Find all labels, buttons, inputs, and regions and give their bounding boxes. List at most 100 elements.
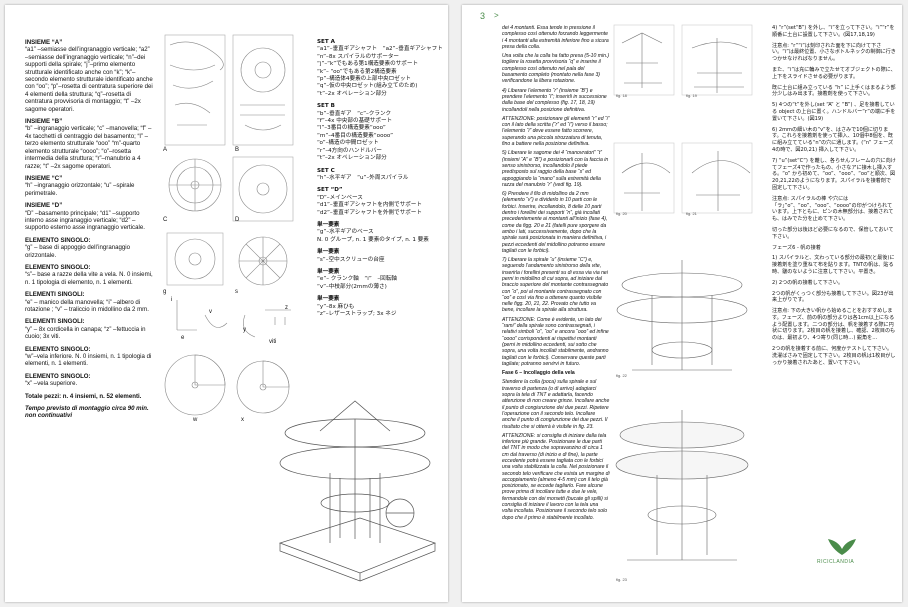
page-arrow: > [494, 11, 499, 20]
jp-set-title: SET C [317, 167, 335, 174]
jp-instruction-paragraph: 切った部分は後ほど必要になるので、保管しておいて下さい。 [772, 226, 894, 240]
part-label-s: s [235, 289, 238, 295]
part-label-g: g [163, 289, 167, 295]
jp-set-line: “n”–8x スパイラルのサポーター [317, 53, 400, 60]
jp-set-title: 単一要素 [317, 268, 340, 275]
part-label-D: D [235, 217, 240, 223]
jp-set: SET “D”“D”–メインベース“d1”–垂直ギアシャフトを内側でサポート“d… [317, 187, 443, 217]
figures-top [613, 24, 753, 214]
instruction-paragraph: ATTENZIONE: si consiglia di iniziare dal… [502, 432, 610, 521]
section-body: “D” –basamento principale; “d1” –support… [25, 209, 145, 232]
jp-instruction-paragraph: 5) 4つの“t”を外し(set “A” と “B”) 、足を接着している ob… [772, 102, 896, 122]
parts-illustration [164, 34, 294, 416]
jp-set-line: N. 0 グループ, n. 1 要素のタイプ, n. 1 要素 [317, 236, 429, 243]
fig-23-drawing [615, 410, 749, 561]
jp-set-line: “b”–垂直ギア “c”–クランク [317, 110, 392, 117]
section-body: “g” – base di appoggio dell’ingranaggio … [25, 244, 131, 259]
part-label-A: A [163, 147, 168, 153]
jp-instruction-paragraph: 2) 2つの帆の接着して下さい。 [772, 279, 844, 286]
section-body: “s”– base a razze della vite a vela. N. … [25, 271, 153, 286]
page-number: 3 [480, 11, 486, 21]
jp-set: 単一要素“s”–空中スクリューの台座 [317, 249, 443, 264]
jp-set-line: “m”–4番目の構造要素“oooo” [317, 132, 394, 139]
parts-section: ELEMENTO SINGOLO:“x” –vela superiore. [25, 373, 153, 388]
instruction-paragraph: dei 4 montanti. Essa tende in pressione … [502, 25, 609, 50]
jp-set-line: “h”–水平ギア “u”–外周スパイラル [317, 174, 409, 181]
jp-set: SET B“b”–垂直ギア “c”–クランク“f”–4x 中央部の基礎サポート “… [317, 103, 443, 162]
jp-set: 単一要素“e”– クランク軸 “i” –回転軸“v”–中枝部分(2mmの薄さ) [317, 269, 443, 291]
jp-set-line: “q”–仮の中央ロゼット(組み立てのため) [317, 83, 418, 90]
jp-set: 単一要素“y”–8x 麻ひも“z”–レザーストラップ; 3x ネジ [317, 296, 443, 318]
jp-set-title: 単一要素 [317, 296, 340, 303]
section-body: “e” – manico della manovella; “i” –alber… [25, 298, 149, 313]
parts-section: INSIEME “A”“a1” –semiasse dell’ingranagg… [25, 39, 153, 113]
jp-instruction-paragraph: 4) “r”(set“B”) を外し、“i”を立って下さい。“i”“r”を順番に… [772, 25, 895, 38]
parts-section: ELEMENTO SINGOLO:“g” – base di appoggio … [25, 237, 153, 259]
jp-instruction-paragraph: 2つの帆を接着する前に、何度かテストして下さい。洗濯ばさみで固定して下さい。2枚… [772, 346, 896, 366]
fig-label-20: fig. 20 [616, 211, 627, 216]
page-right: 3 > fig. 18 fig. 19 fig. 20 fig. 21 fig.… [462, 5, 902, 602]
italian-parts-list: INSIEME “A”“a1” –semiasse dell’ingranagg… [25, 39, 153, 425]
jp-set-line: “s”–空中スクリューの台座 [317, 256, 385, 263]
section-body: “y” – 8x cordicella in canapa; “z” –fett… [25, 325, 146, 341]
jp-set-title: SET B [317, 103, 335, 110]
section-title: INSIEME “B” [25, 118, 63, 126]
instruction-paragraph: ATTENZIONE: Come è evidente, un lato dei… [502, 316, 609, 367]
fig-label-23: fig. 23 [616, 577, 627, 582]
fig-label-19: fig. 19 [686, 93, 697, 98]
jp-set-title: SET “D” [317, 187, 343, 194]
part-label-z: z [285, 305, 288, 311]
section-body: “w”–vela inferiore. N. 0 insiemi, n. 1 t… [25, 353, 152, 368]
jp-set-title: 単一要素 [317, 221, 340, 228]
part-label-i: i [171, 297, 173, 303]
jp-set-title: 単一要素 [317, 249, 340, 256]
jp-instruction-paragraph: 注意点: スパイラルの棒 や穴には「ラ」”o”、“oo”、“ooo”、“oooo… [772, 195, 894, 223]
parts-section: ELEMENTI SINGOLI:“e” – manico della mano… [25, 291, 153, 313]
section-title: INSIEME “A” [25, 39, 63, 46]
jp-set-line: “f”–4x 中央部の基礎サポート [317, 118, 393, 125]
part-label-e: e [181, 335, 185, 341]
jp-set-line: “a1”–垂直ギアシャフト “a2”–垂直ギアシャフト [317, 46, 443, 53]
instruction-paragraph: 7) Liberare la spirale “u” (insieme “C”)… [502, 257, 609, 314]
jp-set-line: “v”–中枝部分(2mmの薄さ) [317, 283, 387, 290]
section-title: ELEMENTI SINGOLI: [25, 318, 85, 326]
instruction-paragraph: 4) Liberare l’elemento “r” (insieme “B”)… [502, 87, 607, 113]
fig-22-drawing [616, 260, 748, 371]
section-title: ELEMENTO SINGOLO: [25, 372, 91, 380]
part-label-y: y [243, 327, 246, 333]
section-title: ELEMENTO SINGOLO: [25, 263, 91, 271]
instruction-paragraph: 6) Prendere il filo di midollino da 2 mm… [502, 191, 608, 254]
logo-text: RICICLANDIA [817, 559, 855, 565]
part-label-v: v [209, 309, 212, 315]
section-body: “x” –vela superiore. [25, 380, 78, 388]
jp-set: SET C“h”–水平ギア “u”–外周スパイラル [317, 168, 443, 183]
assembled-machine-drawing [278, 400, 437, 582]
instruction-paragraph: Stendere la colla (poca) sulla spirale e… [502, 379, 610, 430]
section-title: ELEMENTO SINGOLO: [25, 345, 91, 353]
jp-instruction-paragraph: 既に土台に組み立っている “h” に上手くはまるよう部分少しはみ出ます。接着剤を… [772, 84, 896, 98]
instruction-paragraph: ATTENZIONE: posizionare gli elementi “r”… [502, 115, 610, 148]
jp-set-line: “t”–2x オペレーション部分 [317, 90, 387, 97]
fig-label-22: fig. 22 [616, 373, 627, 378]
parts-section: ELEMENTO SINGOLO:“w”–vela inferiore. N. … [25, 346, 153, 368]
totals: Totale pezzi: n. 4 insiemi, n. 52 elemen… [25, 392, 142, 400]
jp-set-line: “d1”–垂直ギアシャフトを内側でサポート [317, 202, 422, 209]
jp-set-line: “k”– “oo”でもある第2構造要素 [317, 68, 397, 75]
fig-label-18: fig. 18 [616, 93, 627, 98]
section-title: ELEMENTO SINGOLO: [25, 236, 91, 244]
part-label-C: C [163, 217, 168, 223]
jp-instruction-paragraph: 7) “u”(set“C”) を離し、各らせんフレームの穴に向けてフェーズ4で作… [772, 157, 896, 191]
jp-set-title: SET A [317, 39, 335, 45]
part-label-B: B [235, 147, 240, 153]
jp-set-line: “D”–メインベース [317, 194, 363, 201]
jp-set: SET A“a1”–垂直ギアシャフト “a2”–垂直ギアシャフト“n”–8x ス… [317, 39, 443, 98]
jp-set-line: “t”–2x オペレーション部分 [317, 155, 387, 162]
jp-set-line: “y”–8x 麻ひも [317, 303, 355, 310]
jp-instruction-paragraph: 1) スパイラルと、文わっている部分の最初(と最後)に接着剤を塗り重ねて布を貼り… [772, 255, 895, 275]
parts-section: ELEMENTO SINGOLO:“s”– base a razze della… [25, 264, 153, 286]
japanese-instructions: 4) “r”(set“B”) を外し、“i”を立って下さい。“i”“r”を順番に… [772, 25, 896, 370]
jp-set-line: “g”–水平ギアのベース [317, 229, 374, 236]
jp-instruction-paragraph: 注意点: 下の大きい帆から始めることをおすすめします。フェーズ、前の帆の部分より… [772, 308, 896, 342]
instruction-paragraph: 5) Liberare le sagome dei 4 “manovratori… [502, 150, 609, 188]
